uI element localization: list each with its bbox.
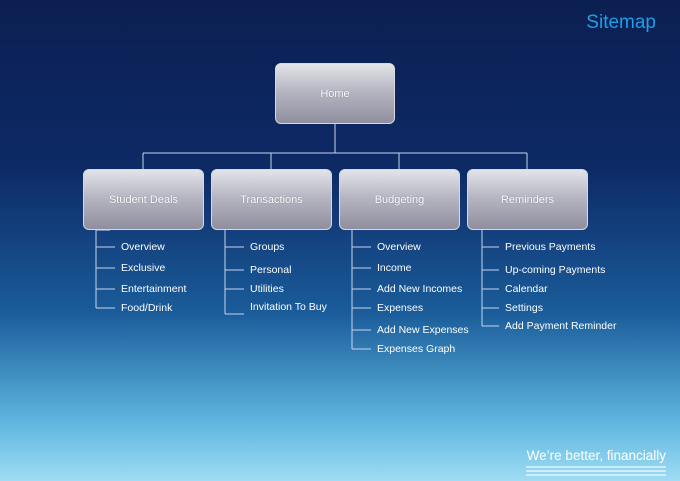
tagline: We’re better, financially [526, 448, 666, 463]
list-item[interactable]: Add Payment Reminder [505, 320, 617, 332]
list-item[interactable]: Add New Incomes [377, 283, 463, 295]
list-item[interactable]: Entertainment [121, 283, 187, 295]
node-home[interactable]: Home [275, 63, 395, 124]
page-title: Sitemap [586, 12, 656, 33]
list-item[interactable]: Previous Payments [505, 241, 596, 253]
fine-print [526, 466, 666, 476]
node-budgeting[interactable]: Budgeting [339, 169, 460, 230]
list-item[interactable]: Overview [121, 241, 165, 253]
list-item[interactable]: Add New Expenses [377, 324, 469, 336]
list-item[interactable]: Utilities [250, 283, 284, 295]
list-item[interactable]: Invitation To Buy [250, 301, 327, 313]
list-item[interactable]: Expenses [377, 302, 424, 314]
list-item[interactable]: Calendar [505, 283, 548, 295]
list-item[interactable]: Income [377, 262, 412, 274]
list-item[interactable]: Food/Drink [121, 302, 173, 314]
list-item[interactable]: Overview [377, 241, 421, 253]
list-item[interactable]: Personal [250, 264, 292, 276]
node-transactions[interactable]: Transactions [211, 169, 332, 230]
node-reminders[interactable]: Reminders [467, 169, 588, 230]
list-item[interactable]: Settings [505, 302, 543, 314]
list-item[interactable]: Groups [250, 241, 285, 253]
node-student-deals[interactable]: Student Deals [83, 169, 204, 230]
list-item[interactable]: Exclusive [121, 262, 166, 274]
list-item[interactable]: Up-coming Payments [505, 264, 606, 276]
list-item[interactable]: Expenses Graph [377, 343, 456, 355]
